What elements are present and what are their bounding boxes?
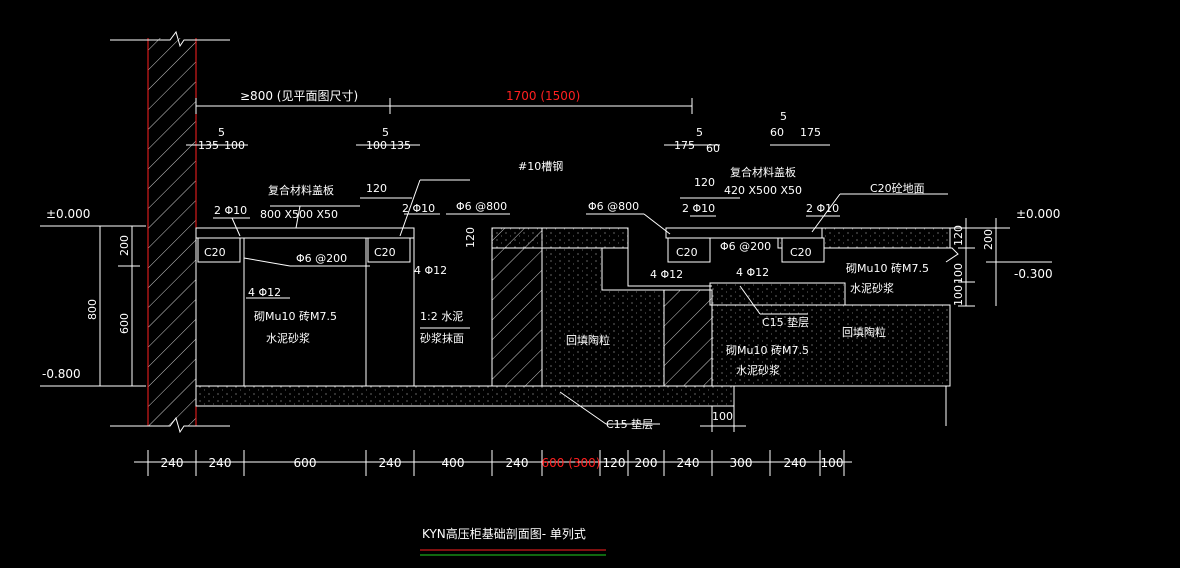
channel-label: #10槽钢 [518,160,563,173]
c20-floor-label: C20砼地面 [870,182,925,195]
elev-left-top: ±0.000 [46,207,90,221]
dim-d-175: 175 [800,126,821,139]
rebar-label-c: 2 Φ10 [682,202,715,215]
bottom-dim-label: 240 [784,456,807,470]
bottom-dim-label: 100 [821,456,844,470]
stirrup-label-800-a: Φ6 @800 [456,200,507,213]
bottom-dim-label: 240 [506,456,529,470]
c15-bedding [195,385,947,426]
rebar-label-a: 2 Φ10 [214,204,247,217]
top-dimensions [186,98,830,199]
dim-120-mid: 120 [464,227,477,248]
cover-right-label: 复合材料盖板 [730,165,796,179]
vdim-right-120: 120 [952,225,965,246]
leader-lines [213,179,948,425]
dim-b-5: 5 [382,126,389,139]
bar-label-d: 4 Φ12 [736,266,769,279]
bottom-dim-label: 240 [161,456,184,470]
cover-right-size: 420 X500 X50 [724,184,802,197]
dim-main-span: 1700 (1500) [506,89,580,103]
dim-d-60: 60 [770,126,784,139]
vdim-right-100a: 100 [952,263,965,284]
elev-right-top: ±0.000 [1016,207,1060,221]
brick-label-c2: 水泥砂浆 [850,281,894,295]
bottom-dim-label: 240 [677,456,700,470]
elev-right-mid: -0.300 [1014,267,1053,281]
dim-a-100: 100 [224,139,245,152]
cover-plates [195,227,825,263]
bar-label-b: 4 Φ12 [414,264,447,277]
drawing-title: KYN高压柜基础剖面图- 单列式 [422,526,586,541]
right-elevation-dims [958,218,1052,307]
rebar-label-d: 2 Φ10 [806,202,839,215]
beam-c20-d: C20 [790,246,812,259]
dim-a-5: 5 [218,126,225,139]
backfill-label-a: 回填陶粒 [566,333,610,347]
backfill-label-b: 回填陶粒 [842,325,886,339]
dim-b-135: 135 [390,139,411,152]
bottom-dim-label: 120 [603,456,626,470]
stirrup-label-200-a: Φ6 @200 [296,252,347,265]
bottom-dim-label: 600 [294,456,317,470]
cover-left-label: 复合材料盖板 [268,183,334,197]
bottom-dim-label: 240 [379,456,402,470]
bottom-dim-label: 240 [209,456,232,470]
beam-c20-b: C20 [374,246,396,259]
trench-walls [195,227,951,387]
dim-b-100: 100 [366,139,387,152]
stirrup-label-800-b: Φ6 @800 [588,200,639,213]
mortar-label-2: 砂浆抹面 [420,331,464,345]
brick-label-b1: 砌Mu10 砖M7.5 [726,343,809,357]
brick-label-a1: 砌Mu10 砖M7.5 [254,309,337,323]
bottom-dim-label: 200 [635,456,658,470]
dim-w120-a: 120 [366,182,387,195]
dim-c-175: 175 [674,139,695,152]
cover-left-size: 800 X500 X50 [260,208,338,221]
mortar-label-1: 1:2 水泥 [420,310,463,323]
rebar-label-b: 2 Φ10 [402,202,435,215]
dim-c-60: 60 [706,142,720,155]
bottom-dim-labels: 240 240 600 240 400 240 600 (300)120 200 240 300 2… [147,450,845,476]
bottom-dim-chain [134,406,852,463]
beam-c20-c: C20 [676,246,698,259]
left-elevation-dims [40,225,146,387]
dim-100-low: 100 [712,410,733,423]
c15-label-b: C15 垫层 [606,417,653,431]
bar-label-c: 4 Φ12 [650,268,683,281]
vdim-total: 800 [86,299,99,320]
bottom-dim-label: 600 (300) [542,456,601,470]
vdim-upper: 200 [118,235,131,256]
dim-a-135: 135 [198,139,219,152]
bar-label-a: 4 Φ12 [248,286,281,299]
brick-label-b2: 水泥砂浆 [736,363,780,377]
dim-c-5: 5 [696,126,703,139]
bottom-dim-label: 400 [442,456,465,470]
stirrup-label-200-b: Φ6 @200 [720,240,771,253]
dim-w120-b: 120 [694,176,715,189]
vdim-right-100b: 100 [952,285,965,306]
brick-label-a2: 水泥砂浆 [266,331,310,345]
brick-label-c1: 砌Mu10 砖M7.5 [846,261,929,275]
dim-d-5: 5 [780,110,787,123]
c15-label-a: C15 垫层 [762,315,809,329]
elev-left-bottom: -0.800 [42,367,81,381]
bottom-dim-label: 300 [730,456,753,470]
vdim-right-200: 200 [982,229,995,250]
beam-c20-a: C20 [204,246,226,259]
vdim-lower: 600 [118,313,131,334]
dim-left-span: ≥800 (见平面图尺寸) [240,89,358,103]
